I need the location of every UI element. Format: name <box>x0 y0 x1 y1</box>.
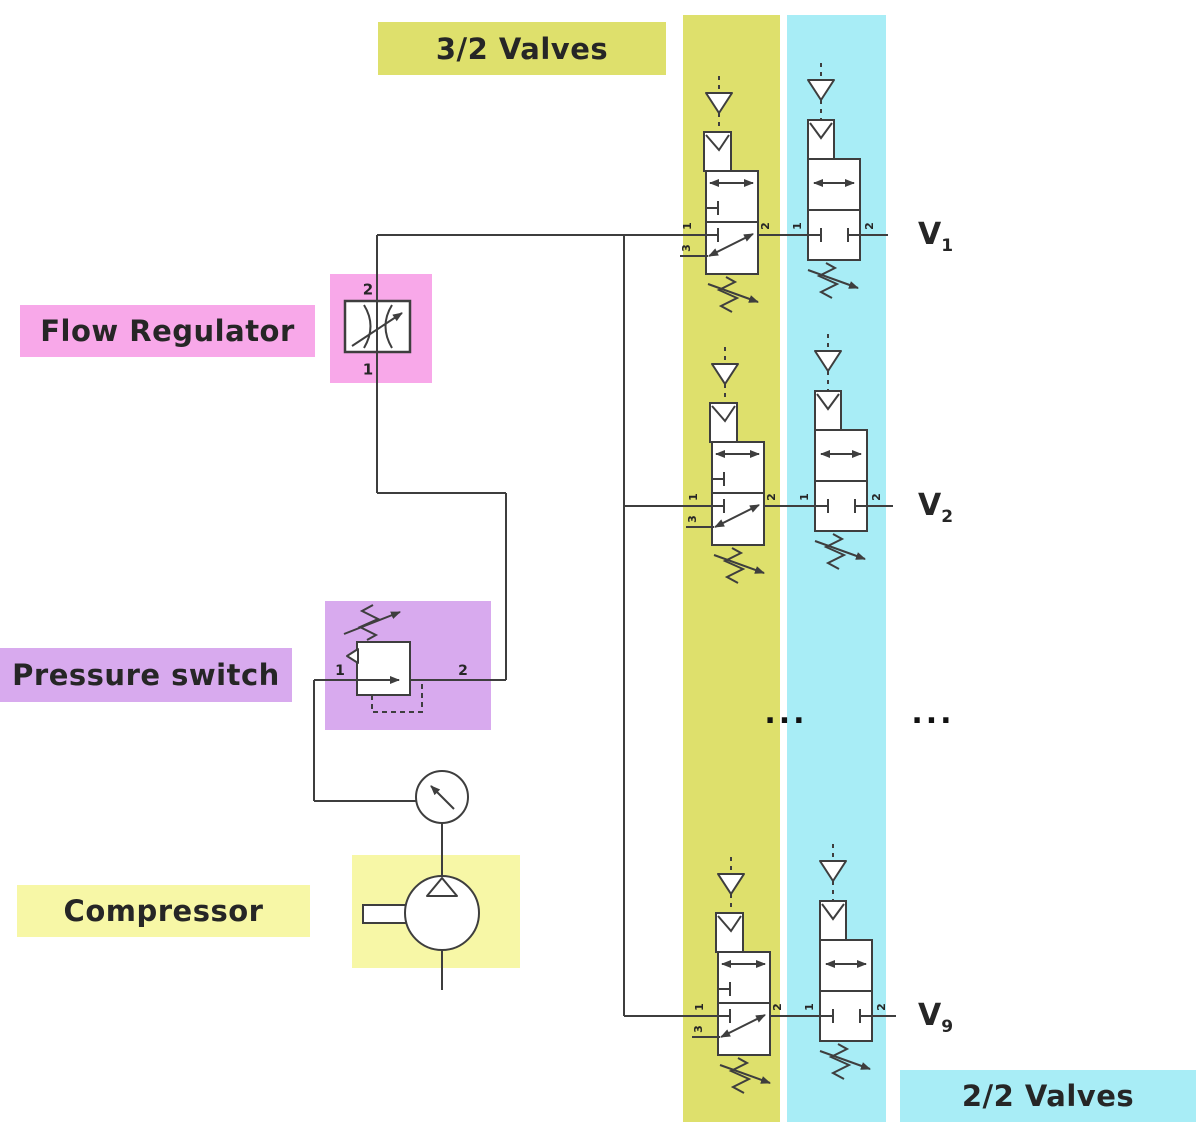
valve-row-label-v1-sub: 1 <box>941 236 954 256</box>
svg-text:2: 2 <box>363 281 373 299</box>
two-two-valves-label: 2/2 Valves <box>900 1070 1196 1122</box>
svg-text:1: 1 <box>798 493 811 501</box>
svg-text:1: 1 <box>791 222 804 230</box>
svg-text:3: 3 <box>686 515 699 523</box>
valve-labels-ellipsis: ... <box>911 696 955 731</box>
valve-columns-ellipsis: ... <box>764 696 808 731</box>
svg-text:1: 1 <box>335 663 345 679</box>
valve-row-label-v1-base: V <box>918 217 942 252</box>
pressure-switch-label-text: Pressure switch <box>12 658 280 692</box>
compressor-label: Compressor <box>17 885 310 937</box>
valve-row-label-v1: V1 <box>918 220 953 261</box>
svg-text:3: 3 <box>680 244 693 252</box>
three-two-valves-label: 3/2 Valves <box>378 22 666 75</box>
valve-row-label-v2: V2 <box>918 491 953 532</box>
two-two-valves-label-text: 2/2 Valves <box>961 1079 1135 1113</box>
svg-text:2: 2 <box>458 663 468 679</box>
svg-text:1: 1 <box>681 222 694 230</box>
pressure-switch-label: Pressure switch <box>0 648 292 702</box>
three-two-valves-label-text: 3/2 Valves <box>435 31 609 66</box>
three-two-valve-v2: 1 2 3 <box>686 347 778 584</box>
flow-regulator-label: Flow Regulator <box>20 305 315 357</box>
three-two-valve-v9: 1 2 3 <box>692 857 784 1094</box>
svg-text:2: 2 <box>759 222 772 230</box>
svg-text:2: 2 <box>870 493 883 501</box>
valve-row-label-v9-base: V <box>918 998 942 1033</box>
svg-text:1: 1 <box>803 1003 816 1011</box>
valve-row-label-v2-sub: 2 <box>941 507 954 527</box>
svg-text:1: 1 <box>363 361 373 379</box>
flow-regulator-label-text: Flow Regulator <box>40 314 295 348</box>
svg-text:1: 1 <box>693 1003 706 1011</box>
svg-text:3: 3 <box>692 1025 705 1033</box>
svg-text:2: 2 <box>765 493 778 501</box>
flow-regulator-symbol: 21 <box>343 235 412 379</box>
valve-row-label-v9-sub: 9 <box>941 1017 954 1037</box>
svg-text:2: 2 <box>771 1003 784 1011</box>
valve-row-label-v2-base: V <box>918 488 942 523</box>
three-two-valve-v1: 1 2 3 <box>680 76 772 313</box>
valve-row-label-v9: V9 <box>918 1001 953 1042</box>
compressor-label-text: Compressor <box>63 894 264 928</box>
svg-text:2: 2 <box>863 222 876 230</box>
svg-text:1: 1 <box>687 493 700 501</box>
svg-text:2: 2 <box>875 1003 888 1011</box>
compressor-symbol <box>362 875 480 951</box>
pressure-gauge-symbol <box>415 770 469 824</box>
